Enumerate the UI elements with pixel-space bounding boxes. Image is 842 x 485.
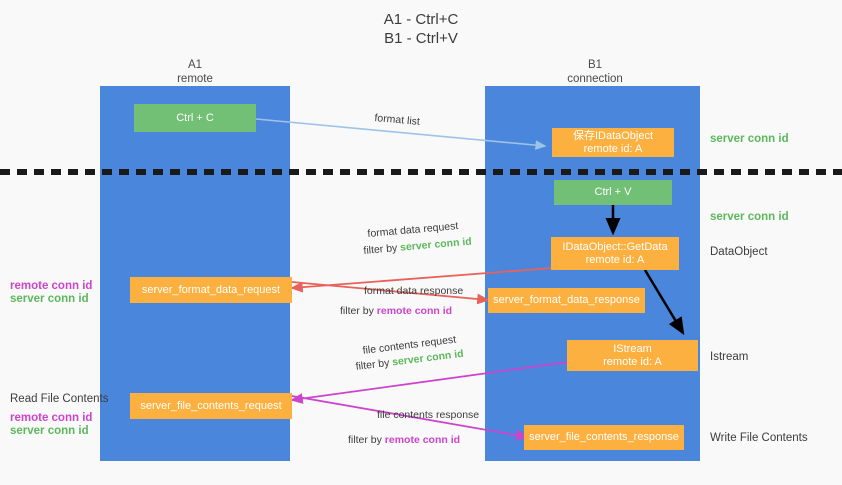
right-label-server-conn-id-1: server conn id: [710, 133, 789, 145]
edge-label-format-data-response-filter-key: remote conn id: [376, 305, 453, 317]
edge-label-format-data-request-filter-key: server conn id: [399, 235, 473, 254]
column-header-b1: B1 connection: [530, 58, 660, 86]
left-label-remote-conn-id-1: remote conn id: [10, 280, 93, 292]
diagram-title: A1 - Ctrl+C B1 - Ctrl+V: [0, 10, 842, 48]
node-istream-line1: IStream: [613, 342, 652, 355]
column-header-a1-sub: remote: [177, 73, 213, 85]
column-header-b1-name: B1: [587, 59, 603, 71]
title-line-2: B1 - Ctrl+V: [384, 30, 458, 47]
column-header-b1-sub: connection: [567, 73, 623, 85]
edge-label-file-contents-response-filter-prefix: filter by: [348, 434, 385, 446]
edge-label-format-list: format list: [373, 112, 421, 128]
edge-label-format-data-request-filter-prefix: filter by: [363, 241, 401, 257]
edge-label-file-contents-response: file contents response: [377, 409, 480, 421]
node-server-format-data-request-label: server_format_data_request: [141, 283, 281, 296]
column-header-a1: A1 remote: [130, 58, 260, 86]
right-label-write-file-contents: Write File Contents: [710, 432, 808, 444]
column-header-a1-name: A1: [187, 59, 203, 71]
edge-label-format-data-response: format data response: [364, 285, 464, 297]
node-save-idataobject-line2: remote id: A: [583, 142, 643, 155]
node-save-idataobject-line1: 保存IDataObject: [572, 129, 654, 142]
right-label-dataobject: DataObject: [710, 246, 768, 258]
left-label-remote-conn-id-2: remote conn id: [10, 412, 93, 424]
edge-label-file-contents-response-filter-key: remote conn id: [384, 434, 461, 446]
node-idataobject-getdata[interactable]: IDataObject::GetData remote id: A: [551, 237, 679, 270]
title-line-1: A1 - Ctrl+C: [383, 11, 459, 28]
node-save-idataobject[interactable]: 保存IDataObject remote id: A: [552, 128, 674, 157]
right-label-istream: Istream: [710, 351, 749, 363]
left-label-server-conn-id-2: server conn id: [10, 425, 89, 437]
node-server-file-contents-request[interactable]: server_file_contents_request: [130, 393, 292, 419]
node-idataobject-getdata-line1: IDataObject::GetData: [562, 240, 668, 253]
edge-label-file-contents-request-filter-prefix: filter by: [355, 356, 393, 373]
node-ctrl-c[interactable]: Ctrl + C: [134, 104, 256, 132]
node-server-file-contents-response-label: server_file_contents_response: [529, 431, 679, 443]
node-idataobject-getdata-line2: remote id: A: [585, 253, 645, 266]
edge-label-format-data-response-filter: filter by remote conn id: [340, 305, 452, 318]
node-server-format-data-response[interactable]: server_format_data_response: [488, 288, 645, 313]
left-label-server-conn-id-1: server conn id: [10, 293, 89, 305]
edge-label-format-data-response-filter-prefix: filter by: [340, 305, 377, 317]
node-server-format-data-response-label: server_format_data_response: [493, 294, 640, 306]
node-ctrl-v-label: Ctrl + V: [594, 186, 632, 198]
node-istream-line2: remote id: A: [603, 355, 662, 368]
node-istream[interactable]: IStream remote id: A: [567, 340, 698, 371]
left-label-read-file-contents: Read File Contents: [10, 393, 109, 405]
node-ctrl-c-label: Ctrl + C: [176, 111, 214, 124]
node-server-file-contents-request-label: server_file_contents_request: [140, 399, 282, 412]
node-server-format-data-request[interactable]: server_format_data_request: [130, 277, 292, 303]
node-ctrl-v[interactable]: Ctrl + V: [554, 180, 672, 205]
right-label-server-conn-id-2: server conn id: [710, 211, 789, 223]
edge-label-file-contents-response-filter: filter by remote conn id: [348, 434, 460, 447]
node-server-file-contents-response[interactable]: server_file_contents_response: [524, 425, 684, 450]
